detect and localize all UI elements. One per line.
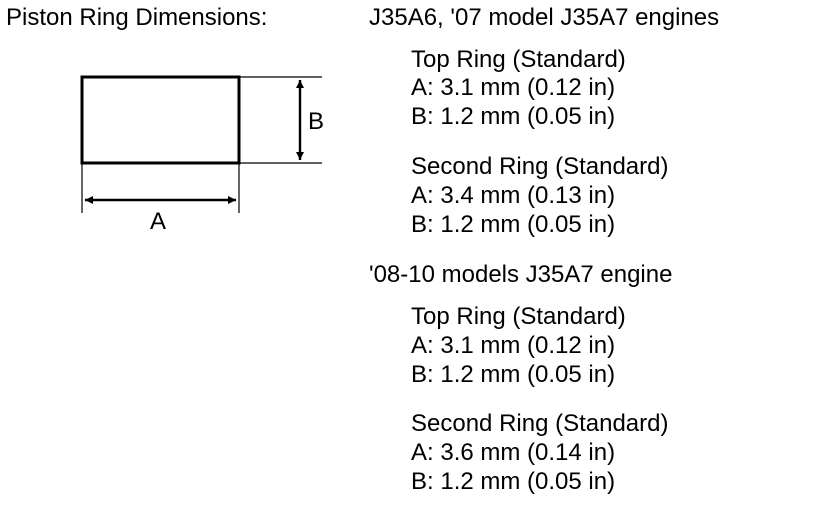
ring-dimension-b: B: 1.2 mm (0.05 in) [411, 361, 616, 388]
ring-dimension-b: B: 1.2 mm (0.05 in) [411, 468, 616, 495]
ring-dimension-b: B: 1.2 mm (0.05 in) [411, 103, 616, 130]
ring-dimension-b: B: 1.2 mm (0.05 in) [411, 211, 616, 238]
ring-name: Second Ring (Standard) [411, 153, 669, 180]
ring-dimension-a: A: 3.4 mm (0.13 in) [411, 182, 616, 209]
ring-dimension-a: A: 3.6 mm (0.14 in) [411, 439, 616, 466]
page-title: Piston Ring Dimensions: [6, 4, 268, 31]
engine-group-heading: J35A6, '07 model J35A7 engines [369, 4, 720, 31]
ring-name: Second Ring (Standard) [411, 410, 669, 437]
piston-ring-cross-section-diagram: B A [80, 75, 324, 235]
ring-name: Top Ring (Standard) [411, 303, 626, 330]
engine-group-heading: '08-10 models J35A7 engine [369, 261, 673, 288]
ring-dimension-a: A: 3.1 mm (0.12 in) [411, 332, 616, 359]
ring-dimension-a: A: 3.1 mm (0.12 in) [411, 74, 616, 101]
b-dimension-label: B [308, 108, 324, 135]
ring-name: Top Ring (Standard) [411, 46, 626, 73]
ring-cross-section [80, 75, 241, 165]
a-dimension-label: A [150, 208, 166, 235]
